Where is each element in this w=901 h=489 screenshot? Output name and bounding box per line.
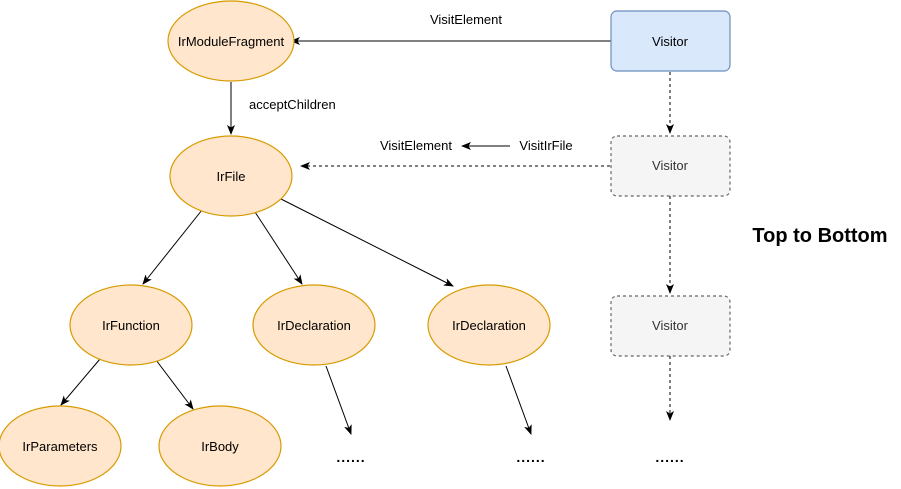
node-ir-module-fragment[interactable]: IrModuleFragment bbox=[167, 0, 295, 82]
node-ir-declaration-1[interactable]: IrDeclaration bbox=[252, 284, 376, 366]
node-ir-file[interactable]: IrFile bbox=[169, 135, 293, 217]
visitor-label: Visitor bbox=[652, 158, 689, 173]
node-label: IrDeclaration bbox=[452, 318, 526, 333]
edge-function-to-body bbox=[155, 359, 194, 410]
label-visit-element-top: VisitElement bbox=[430, 12, 502, 27]
node-ir-body[interactable]: IrBody bbox=[158, 405, 282, 487]
node-label: IrFile bbox=[217, 169, 246, 184]
continuation-dots-2: ...... bbox=[516, 449, 545, 465]
visitor-second[interactable]: Visitor bbox=[610, 135, 731, 197]
traversal-heading: Top to Bottom bbox=[752, 225, 887, 247]
visitor-label: Visitor bbox=[652, 34, 689, 49]
label-visit-ir-file: VisitIrFile bbox=[519, 138, 572, 153]
label-visit-element-mid: VisitElement bbox=[380, 138, 452, 153]
node-label: IrDeclaration bbox=[277, 318, 351, 333]
visitor-label: Visitor bbox=[652, 318, 689, 333]
edge-file-to-declaration-1 bbox=[254, 211, 303, 285]
node-ir-parameters[interactable]: IrParameters bbox=[0, 405, 122, 487]
continuation-dots-3: ...... bbox=[655, 449, 684, 465]
node-label: IrBody bbox=[201, 439, 239, 454]
edge-declaration-1-to-more bbox=[325, 365, 352, 435]
node-label: IrParameters bbox=[22, 439, 98, 454]
node-ir-function[interactable]: IrFunction bbox=[69, 284, 193, 366]
label-accept-children: acceptChildren bbox=[249, 97, 336, 112]
continuation-dots-1: ...... bbox=[336, 449, 365, 465]
edge-declaration-2-to-more bbox=[505, 365, 532, 435]
visitor-third[interactable]: Visitor bbox=[610, 295, 731, 357]
visitor-primary[interactable]: Visitor bbox=[610, 10, 731, 72]
node-ir-declaration-2[interactable]: IrDeclaration bbox=[427, 284, 551, 366]
edge-file-to-declaration-2 bbox=[278, 197, 454, 287]
edge-function-to-parameters bbox=[60, 358, 101, 406]
edge-file-to-function bbox=[142, 209, 203, 285]
node-label: IrFunction bbox=[102, 318, 160, 333]
node-label: IrModuleFragment bbox=[178, 34, 285, 49]
